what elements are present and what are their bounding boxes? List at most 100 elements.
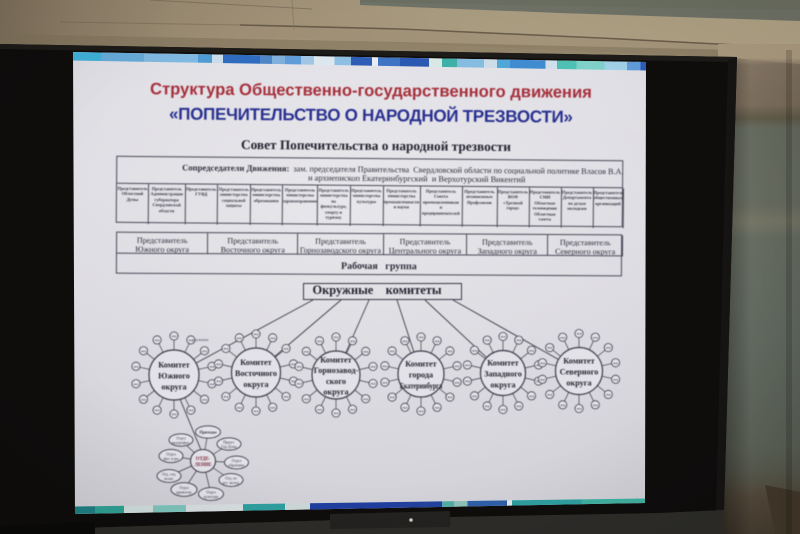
svg-text:Отдел: Отдел xyxy=(179,486,189,490)
svg-text:осд: осд xyxy=(317,339,322,343)
svg-text:осд: осд xyxy=(363,397,368,401)
svg-text:Отдел: Отдел xyxy=(176,436,186,440)
svg-text:Приходы: Приходы xyxy=(199,430,217,435)
svg-text:осд: осд xyxy=(224,347,229,351)
svg-text:города: города xyxy=(409,371,433,380)
svg-text:осд: осд xyxy=(390,349,395,353)
svg-text:округа: округа xyxy=(490,381,515,390)
svg-text:осд: осд xyxy=(254,409,259,413)
svg-text:осд: осд xyxy=(560,335,565,339)
svg-text:осд: осд xyxy=(455,380,460,384)
svg-text:здравоохр.: здравоохр. xyxy=(176,490,193,494)
svg-text:осд: осд xyxy=(202,397,207,401)
svg-text:осд: осд xyxy=(304,397,309,401)
svg-text:осд: осд xyxy=(172,412,177,416)
svg-text:Комитет: Комитет xyxy=(320,355,351,364)
svg-text:Горнозавод-: Горнозавод- xyxy=(314,366,359,375)
svg-text:осд: осд xyxy=(291,362,296,366)
svg-text:осд: осд xyxy=(472,394,477,398)
svg-text:ского: ского xyxy=(326,377,346,386)
svg-text:осд: осд xyxy=(419,335,424,339)
svg-text:осд: осд xyxy=(593,403,598,407)
svg-text:осд: осд xyxy=(371,382,376,386)
svg-text:округа: округа xyxy=(323,388,348,397)
svg-text:осд: осд xyxy=(254,332,259,336)
svg-text:осд: осд xyxy=(202,349,207,353)
svg-text:округа: округа xyxy=(566,379,591,388)
svg-text:осд: осд xyxy=(350,339,355,343)
svg-text:осд: осд xyxy=(363,349,368,353)
svg-text:осд: осд xyxy=(210,364,215,368)
svg-text:Комитет: Комитет xyxy=(158,360,189,369)
svg-text:Западного: Западного xyxy=(484,370,522,379)
svg-text:дружины: дружины xyxy=(192,337,209,342)
svg-text:Восточного: Восточного xyxy=(235,369,277,378)
svg-text:Отдел: Отдел xyxy=(232,459,242,463)
svg-text:осд: осд xyxy=(237,405,242,409)
svg-text:осд: осд xyxy=(448,349,453,353)
svg-text:осд: осд xyxy=(304,349,309,353)
svg-text:Отд. соц.: Отд. соц. xyxy=(162,472,176,476)
svg-text:Комитет: Комитет xyxy=(487,358,518,367)
svg-text:осд: осд xyxy=(606,346,611,350)
svg-text:осд: осд xyxy=(383,380,388,384)
svg-text:осд: осд xyxy=(371,365,376,369)
svg-text:осд: осд xyxy=(419,409,424,413)
svg-text:ОТДЕ-: ОТДЕ- xyxy=(196,457,211,462)
svg-text:осд: осд xyxy=(317,407,322,411)
svg-text:осд: осд xyxy=(547,346,552,350)
svg-text:осд: осд xyxy=(529,394,534,398)
svg-text:осд: осд xyxy=(613,361,618,365)
svg-text:Отд. по: Отд. по xyxy=(225,476,237,480)
svg-text:осд: осд xyxy=(350,407,355,411)
svg-text:осд: осд xyxy=(134,382,139,386)
svg-text:осд: осд xyxy=(540,361,545,365)
svg-text:осд: осд xyxy=(189,408,194,412)
svg-text:осд: осд xyxy=(606,393,611,397)
svg-text:осд: осд xyxy=(270,336,275,340)
svg-text:осд: осд xyxy=(172,334,177,338)
svg-text:осд: осд xyxy=(516,338,521,342)
svg-text:осд: осд xyxy=(560,403,565,407)
svg-text:Екатеринбурга: Екатеринбурга xyxy=(400,382,443,391)
svg-text:осд: осд xyxy=(189,338,194,342)
svg-text:осд: осд xyxy=(613,377,618,381)
svg-text:осд: осд xyxy=(297,365,302,369)
svg-text:Южного: Южного xyxy=(158,372,190,381)
svg-text:осд: осд xyxy=(593,335,598,339)
svg-text:осд: осд xyxy=(390,395,395,399)
svg-text:округа: округа xyxy=(243,380,268,389)
svg-text:осд: осд xyxy=(529,348,534,352)
svg-text:осд: осд xyxy=(485,338,490,342)
svg-text:осд: осд xyxy=(472,348,477,352)
svg-text:осд: осд xyxy=(291,379,296,383)
svg-text:осд: осд xyxy=(465,363,470,367)
svg-text:дел. молод.: дел. молод. xyxy=(222,481,240,485)
svg-text:Комитет: Комитет xyxy=(240,358,271,367)
svg-text:Комитет: Комитет xyxy=(405,359,436,368)
svg-text:Отдел: Отдел xyxy=(206,490,216,494)
svg-text:осд: осд xyxy=(516,404,521,408)
svg-text:осд: осд xyxy=(485,404,490,408)
svg-text:осд: осд xyxy=(216,362,221,366)
svg-text:осд: осд xyxy=(284,395,289,399)
svg-text:осд: осд xyxy=(134,364,139,368)
svg-text:Северного: Северного xyxy=(560,368,599,377)
svg-text:физ. к-ры: физ. к-ры xyxy=(163,457,179,461)
svg-text:образован.: образован. xyxy=(228,463,245,467)
svg-text:осд: осд xyxy=(403,339,408,343)
svg-text:осд: осд xyxy=(210,382,215,386)
svg-text:осд: осд xyxy=(540,377,545,381)
svg-text:осд: осд xyxy=(155,338,160,342)
svg-text:осд: осд xyxy=(297,382,302,386)
svg-text:Предст.: Предст. xyxy=(223,440,235,444)
svg-text:осд: осд xyxy=(501,408,506,412)
svg-text:осд: осд xyxy=(435,339,440,343)
svg-text:медпрофил.: медпрофил. xyxy=(172,441,191,445)
svg-text:ЛЕНИЕ: ЛЕНИЕ xyxy=(194,463,211,468)
svg-text:осд: осд xyxy=(547,393,552,397)
svg-text:осд: осд xyxy=(448,395,453,399)
svg-text:осд: осд xyxy=(455,364,460,368)
svg-text:осд: осд xyxy=(465,379,470,383)
svg-text:осд: осд xyxy=(577,332,582,336)
